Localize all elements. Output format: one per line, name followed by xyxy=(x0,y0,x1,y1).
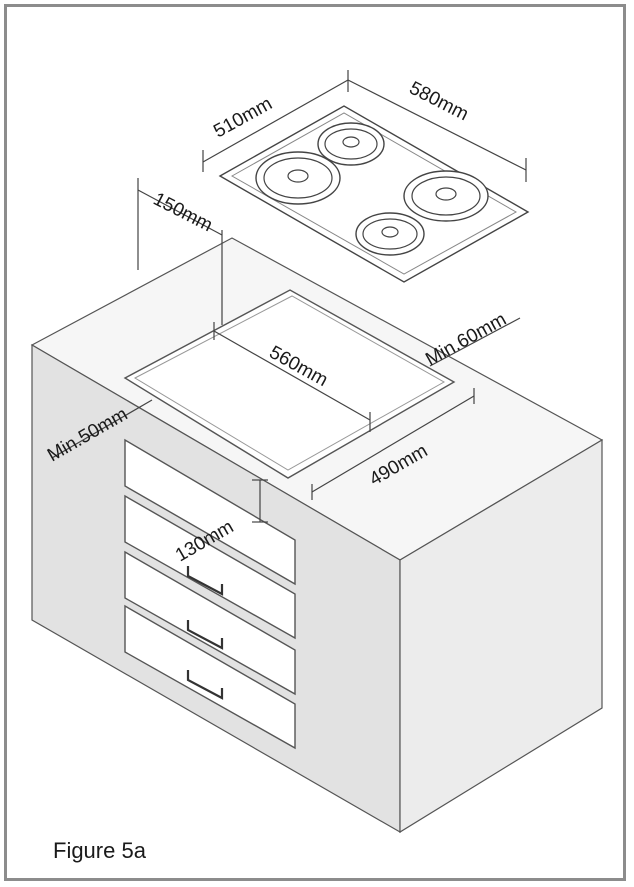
dim-label-rear-clearance: 150mm xyxy=(150,189,216,236)
dim-label-hob-width: 510mm xyxy=(210,93,276,142)
dim-label-hob-depth: 580mm xyxy=(406,78,472,125)
worktop-cutout xyxy=(123,289,456,479)
hob-plate-inner xyxy=(230,112,518,275)
worktop-cutout-inner-edge xyxy=(133,295,446,471)
drawer-2 xyxy=(124,550,296,696)
burner-back xyxy=(317,122,385,166)
drawer-handle-icon xyxy=(186,566,224,596)
dimension-lines xyxy=(51,70,527,523)
hob-icon xyxy=(218,105,530,283)
dim-label-side-right-min: Min.60mm xyxy=(422,309,510,370)
drawer-3 xyxy=(124,604,296,750)
drawer-handle-icon xyxy=(186,670,224,700)
drawer-stack xyxy=(124,438,296,750)
burner-right xyxy=(403,170,489,222)
burner-left xyxy=(255,151,341,205)
hob-plate xyxy=(218,105,530,283)
drawer-handle-icon xyxy=(186,620,224,650)
burner-front xyxy=(355,212,425,256)
cabinet-side-face xyxy=(399,438,603,834)
drawer-top xyxy=(124,438,296,586)
drawer-1 xyxy=(124,494,296,640)
figure-caption: Figure 5a xyxy=(53,838,146,863)
